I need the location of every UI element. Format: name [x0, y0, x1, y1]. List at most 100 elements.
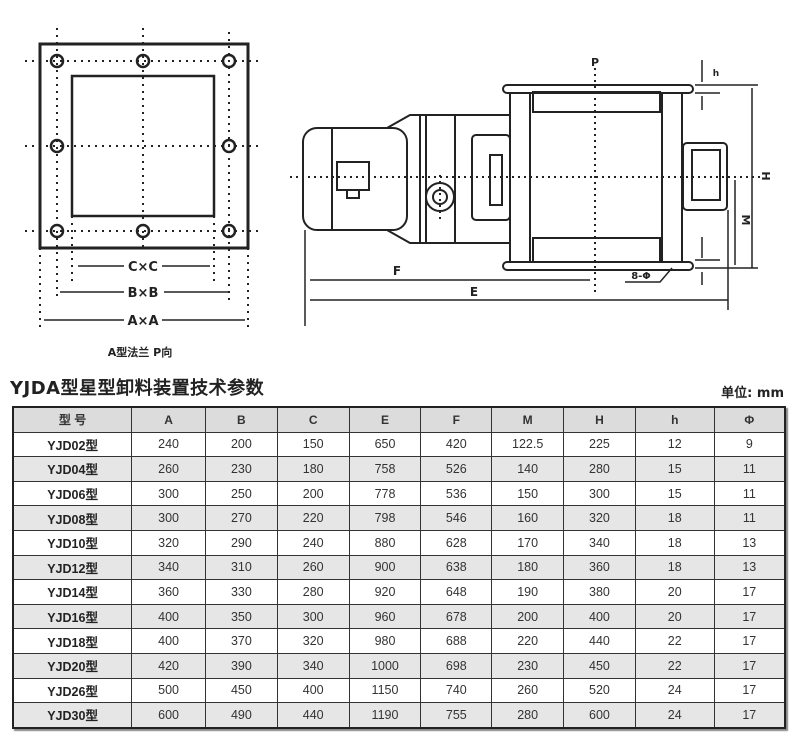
- value-cell: 260: [131, 456, 206, 482]
- value-cell: 200: [276, 480, 350, 507]
- value-cell: 230: [491, 652, 565, 679]
- value-cell: 270: [204, 505, 278, 531]
- value-cell: 180: [276, 456, 350, 482]
- p-label: P: [591, 56, 599, 69]
- value-cell: 400: [131, 603, 206, 630]
- value-cell: 20: [634, 579, 715, 605]
- value-cell: 420: [420, 431, 493, 458]
- value-cell: 17: [713, 677, 786, 704]
- value-cell: 11: [713, 456, 786, 482]
- value-cell: 320: [131, 529, 206, 556]
- value-cell: 11: [713, 505, 786, 531]
- value-cell: 330: [204, 579, 278, 605]
- value-cell: 536: [420, 480, 493, 507]
- value-cell: 390: [204, 652, 278, 679]
- model-cell: YJD06型: [12, 480, 133, 507]
- value-cell: 225: [563, 431, 636, 458]
- value-cell: 678: [420, 603, 493, 630]
- value-cell: 1150: [348, 677, 422, 704]
- value-cell: 13: [713, 529, 786, 556]
- value-cell: 240: [276, 529, 350, 556]
- value-cell: 220: [276, 505, 350, 531]
- value-cell: 15: [634, 480, 715, 507]
- column-header: A: [131, 406, 206, 433]
- model-cell: YJD08型: [12, 505, 133, 531]
- value-cell: 340: [276, 652, 350, 679]
- value-cell: 450: [204, 677, 278, 704]
- value-cell: 740: [420, 677, 493, 704]
- value-cell: 220: [491, 628, 565, 654]
- value-cell: 150: [276, 431, 350, 458]
- value-cell: 17: [713, 603, 786, 630]
- value-cell: 13: [713, 554, 786, 581]
- value-cell: 18: [634, 505, 715, 531]
- value-cell: 350: [204, 603, 278, 630]
- value-cell: 250: [204, 480, 278, 507]
- holes-label: 8-Φ: [631, 271, 651, 282]
- value-cell: 650: [348, 431, 422, 458]
- value-cell: 200: [491, 603, 565, 630]
- value-cell: 440: [563, 628, 636, 654]
- column-header: Φ: [713, 406, 786, 433]
- value-cell: 370: [204, 628, 278, 654]
- aa-label: A×A: [127, 314, 158, 329]
- value-cell: 260: [276, 554, 350, 581]
- value-cell: 400: [563, 603, 636, 630]
- value-cell: 360: [131, 579, 206, 605]
- value-cell: 1000: [348, 652, 422, 679]
- value-cell: 698: [420, 652, 493, 679]
- value-cell: 688: [420, 628, 493, 654]
- value-cell: 11: [713, 480, 786, 507]
- model-cell: YJD18型: [12, 628, 133, 654]
- value-cell: 280: [491, 702, 565, 729]
- column-header: B: [204, 406, 278, 433]
- value-cell: 490: [204, 702, 278, 729]
- value-cell: 17: [713, 702, 786, 729]
- model-cell: YJD04型: [12, 456, 133, 482]
- value-cell: 22: [634, 628, 715, 654]
- value-cell: 340: [131, 554, 206, 581]
- value-cell: 200: [204, 431, 278, 458]
- value-cell: 420: [131, 652, 206, 679]
- value-cell: 798: [348, 505, 422, 531]
- value-cell: 526: [420, 456, 493, 482]
- flange-view: C×C B×B A×A A型法兰 P向: [25, 28, 258, 359]
- flange-caption: A型法兰 P向: [108, 345, 172, 359]
- value-cell: 600: [131, 702, 206, 729]
- f-label: F: [393, 264, 401, 278]
- value-cell: 15: [634, 456, 715, 482]
- value-cell: 980: [348, 628, 422, 654]
- value-cell: 190: [491, 579, 565, 605]
- value-cell: 230: [204, 456, 278, 482]
- value-cell: 160: [491, 505, 565, 531]
- value-cell: 17: [713, 628, 786, 654]
- value-cell: 140: [491, 456, 565, 482]
- small-h-label: h: [713, 69, 719, 79]
- column-header: F: [420, 406, 493, 433]
- value-cell: 18: [634, 554, 715, 581]
- value-cell: 122.5: [491, 431, 565, 458]
- value-cell: 290: [204, 529, 278, 556]
- value-cell: 755: [420, 702, 493, 729]
- value-cell: 320: [276, 628, 350, 654]
- page-title: YJDA型星型卸料装置技术参数: [10, 378, 265, 399]
- value-cell: 400: [131, 628, 206, 654]
- value-cell: 1190: [348, 702, 422, 729]
- bolt-hole: [49, 53, 65, 69]
- value-cell: 260: [491, 677, 565, 704]
- h-label: H: [759, 171, 772, 180]
- value-cell: 22: [634, 652, 715, 679]
